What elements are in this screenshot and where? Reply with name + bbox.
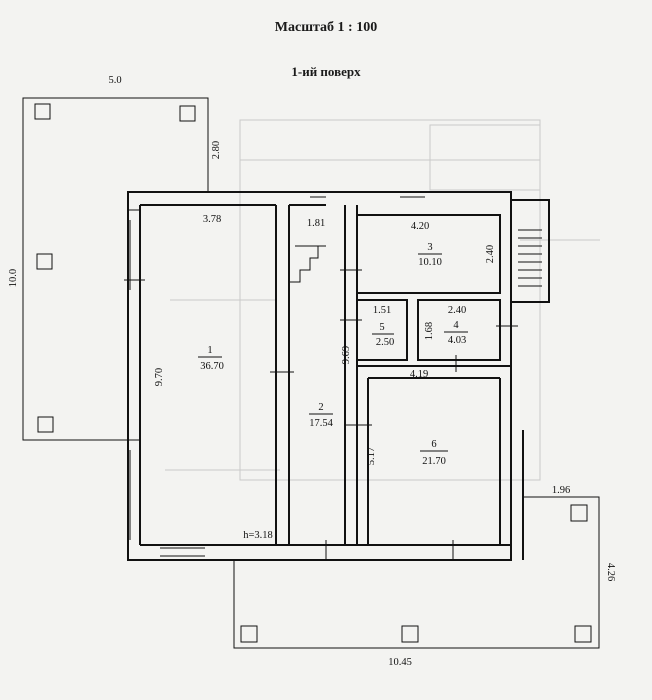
porch-post	[401, 625, 419, 643]
porch-post	[574, 625, 592, 643]
room-area: 4.03	[448, 335, 466, 346]
right-porch	[233, 496, 600, 649]
porch-outline	[233, 496, 600, 649]
left-terrace	[22, 97, 209, 441]
terrace-post	[36, 253, 53, 270]
dim-room4-width: 2.40	[448, 305, 466, 316]
dim-room1-height: 9.70	[154, 368, 165, 386]
interior-walls	[140, 204, 511, 546]
stair-exterior	[518, 229, 542, 287]
dim-corridor-height: 9.69	[341, 346, 352, 364]
terrace-outline	[22, 97, 209, 441]
room-4-label: 4 4.03	[444, 320, 468, 346]
room-2-label: 2 17.54	[309, 402, 334, 429]
dim-terrace-top: 5.0	[108, 75, 121, 86]
room-number: 3	[427, 242, 432, 253]
room-area: 36.70	[200, 361, 224, 372]
dim-terrace-offset: 2.80	[211, 141, 222, 159]
stair-corridor	[290, 245, 326, 283]
porch-post	[240, 625, 258, 643]
dim-terrace-left: 10.0	[8, 269, 19, 287]
room-6-label: 6 21.70	[420, 439, 448, 467]
room-number: 5	[379, 322, 384, 333]
room-area: 21.70	[422, 456, 446, 467]
room-area: 2.50	[376, 337, 394, 348]
room-number: 1	[207, 345, 212, 356]
door-marks	[124, 196, 518, 560]
dim-room3-width: 4.20	[411, 221, 429, 232]
terrace-post	[37, 416, 54, 433]
dim-corridor-width: 1.81	[307, 218, 325, 229]
room-number: 6	[431, 439, 436, 450]
dim-room1-width: 3.78	[203, 214, 221, 225]
room-area: 10.10	[418, 257, 442, 268]
room-5-label: 5 2.50	[372, 322, 394, 348]
dim-porch-right: 4.26	[605, 563, 616, 581]
terrace-post	[179, 105, 196, 122]
room-number: 2	[318, 402, 323, 413]
ceiling-height: h=3.18	[243, 530, 273, 541]
background-ghost-lines	[165, 119, 600, 481]
dim-room5-height: 1.68	[424, 322, 435, 340]
dim-room6-top: 4.19	[410, 369, 428, 380]
dim-room3-height: 2.40	[485, 245, 496, 263]
dim-room6-height: 5.17	[366, 447, 377, 465]
room-area: 17.54	[309, 418, 333, 429]
floor-title: 1-ий поверх	[291, 64, 361, 79]
room-number: 4	[453, 320, 459, 331]
dim-room5-width: 1.51	[373, 305, 391, 316]
room-1-label: 1 36.70	[198, 345, 224, 372]
dim-porch-top: 1.96	[552, 485, 570, 496]
scale-title: Масштаб 1 : 100	[274, 20, 378, 35]
dim-porch-bottom: 10.45	[388, 657, 412, 668]
porch-post	[570, 504, 588, 522]
terrace-post	[34, 103, 51, 120]
dimension-labels: 5.0 10.0 2.80 3.78 9.70 1.81 9.69 4.20 2…	[8, 75, 616, 668]
outer-walls	[127, 191, 550, 561]
room-3-label: 3 10.10	[418, 242, 442, 268]
